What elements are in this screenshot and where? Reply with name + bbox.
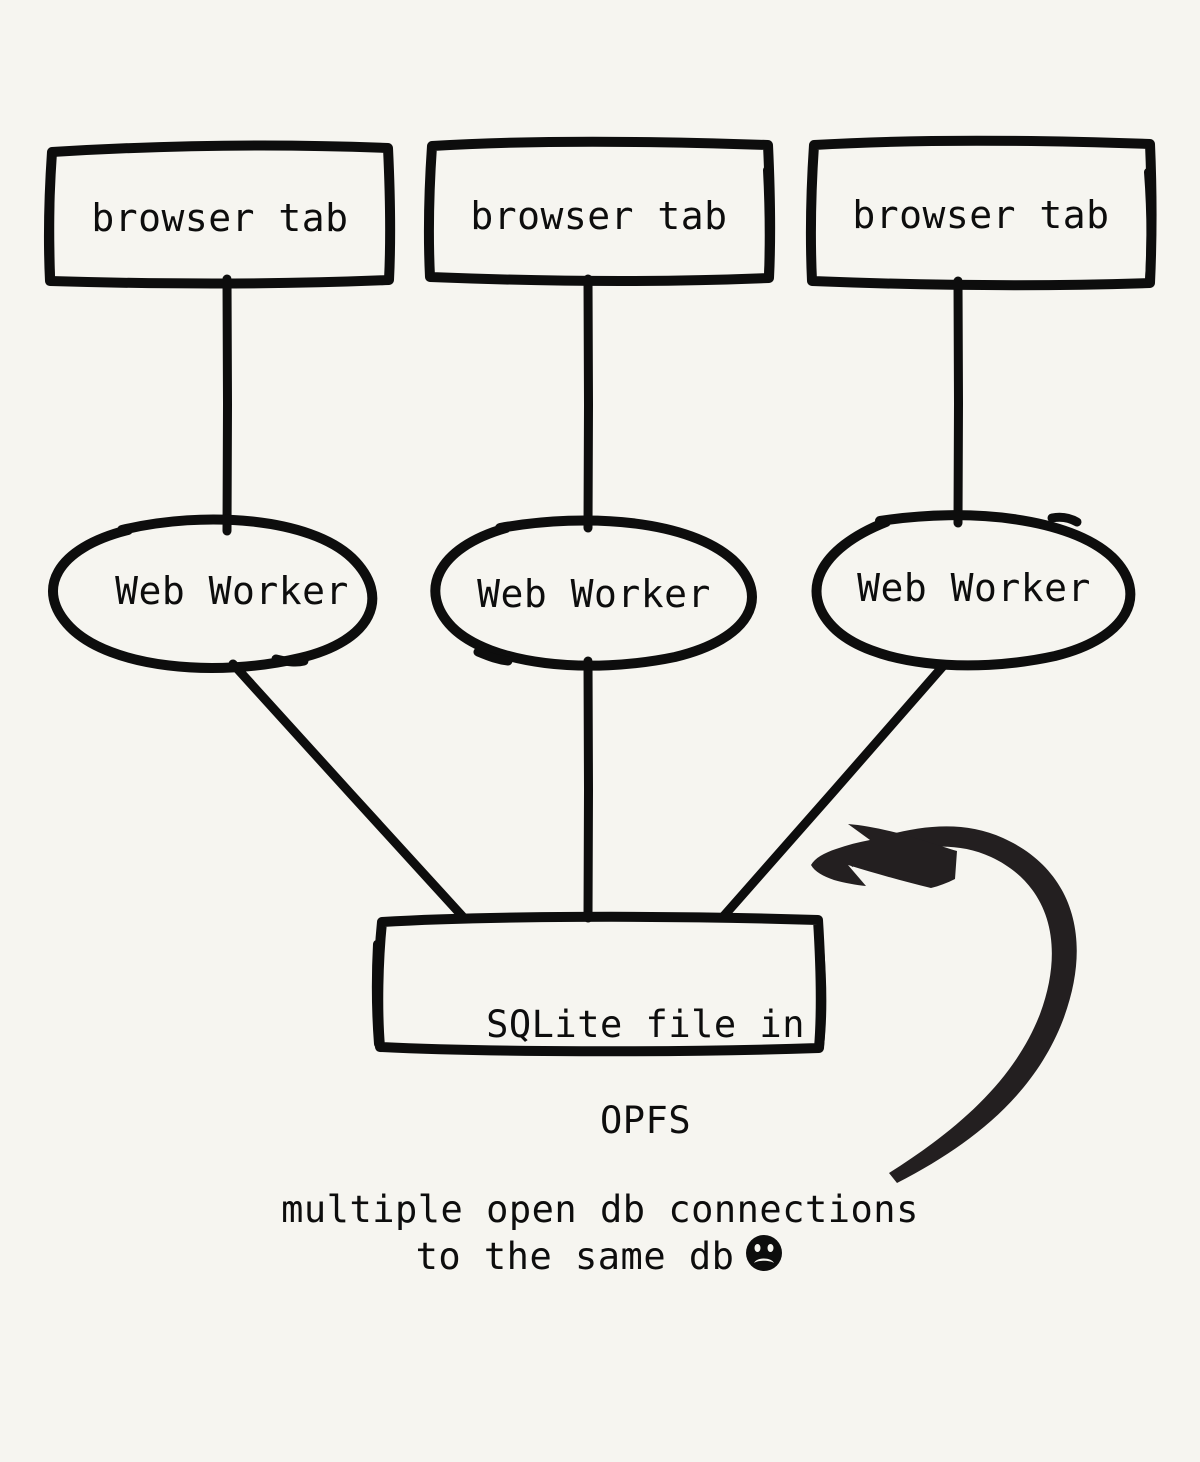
- annotation-line-2: to the same db: [415, 1235, 735, 1278]
- sqlite-opfs-box-group: [371, 911, 827, 1057]
- annotation-line-1: multiple open db connections: [281, 1188, 919, 1231]
- annotation-line-2-wrap: to the same db: [160, 1233, 1040, 1284]
- web-worker-ellipses: [48, 510, 1136, 673]
- browser-tab-box-3[interactable]: [805, 135, 1157, 291]
- web-worker-ellipse-3[interactable]: [811, 510, 1136, 671]
- web-worker-ellipse-1-overlap: [271, 654, 309, 667]
- browser-tab-box-2[interactable]: [423, 136, 776, 286]
- web-worker-ellipse-2[interactable]: [430, 515, 757, 671]
- browser-tab-box-3-overstroke: [1144, 168, 1155, 284]
- browser-tab-box-2-overstroke: [763, 166, 773, 280]
- connector-tab1-worker1: [222, 274, 232, 536]
- annotation-caption: multiple open db connections to the same…: [160, 1186, 1040, 1284]
- browser-tab-box-1[interactable]: [43, 140, 396, 289]
- connector-lines: [222, 274, 963, 923]
- web-worker-ellipse-2-overlap: [473, 647, 513, 666]
- sqlite-opfs-box-overstroke: [371, 940, 382, 1048]
- sqlite-opfs-box-overstroke-right: [816, 942, 827, 1050]
- curved-arrow-icon: [811, 824, 1077, 1183]
- browser-tab-box-1-overstroke: [46, 164, 55, 280]
- sqlite-opfs-box[interactable]: [373, 911, 826, 1057]
- web-worker-ellipse-1[interactable]: [48, 514, 378, 673]
- browser-tab-boxes: [43, 135, 1157, 291]
- connector-worker3-store: [717, 660, 949, 923]
- web-worker-ellipse-3-overlap: [1047, 512, 1082, 527]
- connector-worker1-store: [228, 659, 469, 923]
- connector-worker2-store: [583, 656, 593, 923]
- connector-tab2-worker2: [583, 274, 593, 533]
- curved-arrow-shaft: [845, 826, 1077, 1183]
- sad-face-icon: [744, 1233, 784, 1284]
- curved-arrow-head: [811, 824, 957, 888]
- connector-tab3-worker3: [953, 276, 963, 528]
